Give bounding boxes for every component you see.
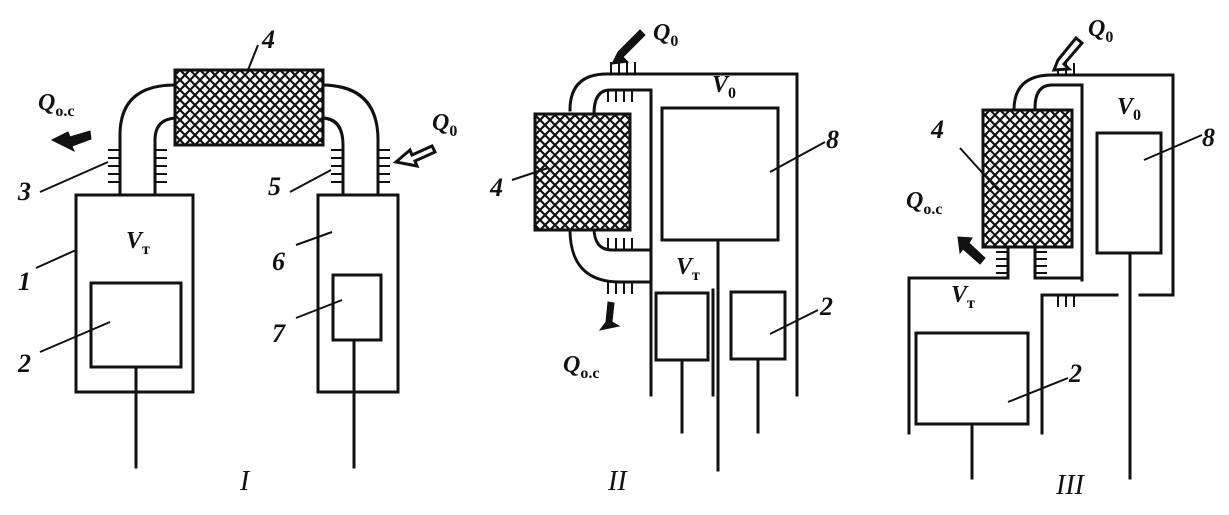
housing-top-curve [568, 72, 609, 112]
pipe-right-inner [320, 116, 345, 197]
vt-symbol-p1: Vт [126, 228, 150, 258]
pipe-right-outer [320, 83, 380, 197]
inner-bottom-curve [592, 226, 653, 252]
arrow-qoc-p3 [957, 236, 986, 265]
label-7: 7 [272, 319, 286, 348]
piston-vt-p2 [654, 291, 710, 362]
leaders-3 [959, 134, 1203, 403]
panel-label-3: III [1055, 470, 1086, 501]
q-oc-symbol-p3: Qo.c [906, 188, 942, 218]
q-oc-symbol-p2: Qo.c [563, 352, 599, 382]
label-8-p2: 8 [826, 125, 839, 154]
piston-2 [89, 281, 183, 369]
arrow-qoc-p2 [598, 301, 621, 331]
cylinder-1 [74, 193, 195, 394]
label-2-p1: 2 [17, 349, 31, 378]
regenerator-4-p3 [981, 108, 1074, 249]
label-6: 6 [272, 247, 285, 276]
arrow-q0-p2 [611, 29, 646, 65]
housing-outer-p3 [1050, 73, 1175, 297]
cylinder-6 [316, 193, 400, 394]
vt-symbol-p2: Vт [676, 254, 700, 284]
leaders-1 [35, 44, 343, 353]
label-4-p2: 4 [489, 173, 503, 202]
housing-bottom-curve [568, 228, 653, 284]
fins-right [331, 149, 390, 183]
displacer-8 [660, 106, 780, 242]
inner-top-curve [592, 88, 653, 116]
fins-left [108, 149, 167, 183]
label-8-p3: 8 [1202, 123, 1215, 152]
piston-2-p2 [729, 290, 787, 361]
q0-symbol-p2: Q0 [653, 20, 678, 50]
panel-label-1: I [239, 466, 251, 497]
label-4-p1: 4 [261, 25, 275, 54]
chamber-wall-right-p3 [1040, 293, 1119, 435]
arrow-qoc-1 [50, 130, 92, 153]
displacer-8-p3 [1095, 131, 1163, 255]
label-4-p3: 4 [930, 115, 944, 144]
arrow-q0-1 [392, 144, 438, 168]
chamber-outer-left-p3 [907, 276, 1010, 435]
q0-symbol-p1: Q0 [432, 110, 457, 140]
panel-3 [907, 35, 1203, 480]
fins-p3 [996, 63, 1075, 307]
regenerator-4-p2 [533, 112, 632, 232]
label-2-p3: 2 [1068, 359, 1082, 388]
panel-1 [35, 44, 438, 469]
piston-7 [331, 273, 383, 342]
housing-outer [605, 72, 799, 397]
label-5: 5 [268, 172, 281, 201]
vt-symbol-p3: Vт [951, 282, 975, 312]
panel-label-2: II [607, 466, 628, 497]
panel-2 [511, 29, 826, 472]
label-1: 1 [18, 267, 31, 296]
q-oc-symbol-p1: Qo.c [38, 90, 74, 120]
piston-2-p3 [914, 331, 1030, 426]
inner-wall-p3 [1050, 83, 1084, 282]
pipe-left-outer [118, 83, 177, 197]
regenerator-4 [173, 68, 325, 147]
fins-p2 [607, 62, 636, 294]
inner-top-curve-p3 [1033, 83, 1054, 110]
q0-symbol-p3: Q0 [1088, 16, 1113, 46]
housing-top-curve-p3 [1012, 73, 1054, 112]
label-3: 3 [17, 177, 31, 206]
leaders-2 [511, 141, 826, 335]
v0-symbol-p3: V0 [1117, 94, 1141, 124]
label-2-p2: 2 [819, 292, 833, 321]
v0-symbol-p2: V0 [712, 72, 736, 102]
arrow-q0-p3 [1051, 35, 1085, 72]
